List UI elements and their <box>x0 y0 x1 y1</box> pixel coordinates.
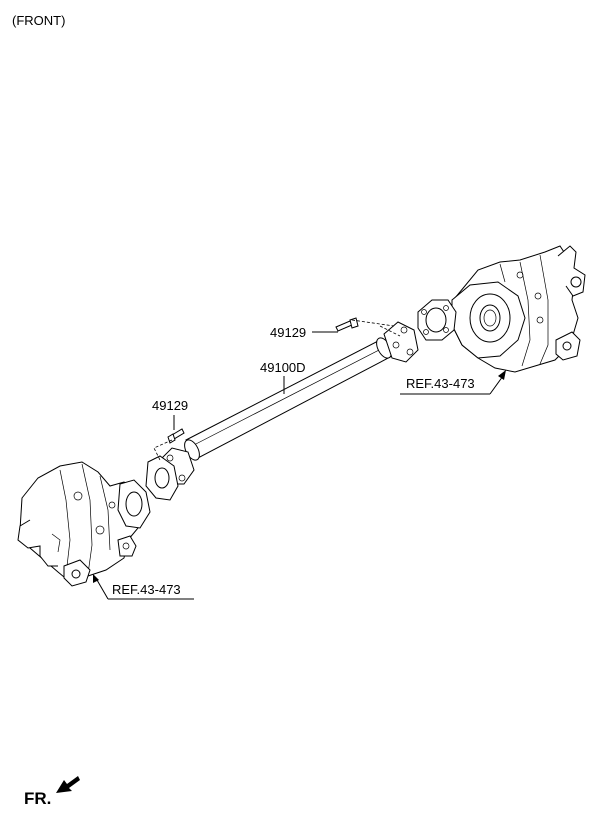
callout-label-49129-lower: 49129 <box>152 398 188 413</box>
view-label: (FRONT) <box>12 13 65 28</box>
callout-ref-rear: REF.43-473 <box>400 370 506 395</box>
callout-bolt-upper: 49129 <box>270 325 338 340</box>
ref-label-front: REF.43-473 <box>112 582 181 597</box>
ref-label-rear: REF.43-473 <box>406 376 475 391</box>
propeller-shaft <box>145 321 419 501</box>
callout-label-49129-upper: 49129 <box>270 325 306 340</box>
lower-bolt <box>153 428 185 461</box>
front-direction-marker: FR. <box>24 776 80 808</box>
callout-bolt-lower: 49129 <box>152 398 188 430</box>
front-direction-arrow-icon <box>56 776 80 793</box>
rear-transfer-case <box>417 245 586 373</box>
callout-label-49100d: 49100D <box>260 360 306 375</box>
fr-label: FR. <box>24 789 51 808</box>
callout-ref-front: REF.43-473 <box>93 574 194 600</box>
upper-bolt <box>335 317 401 337</box>
front-transfer-case <box>17 461 151 587</box>
callout-shaft: 49100D <box>260 360 306 394</box>
